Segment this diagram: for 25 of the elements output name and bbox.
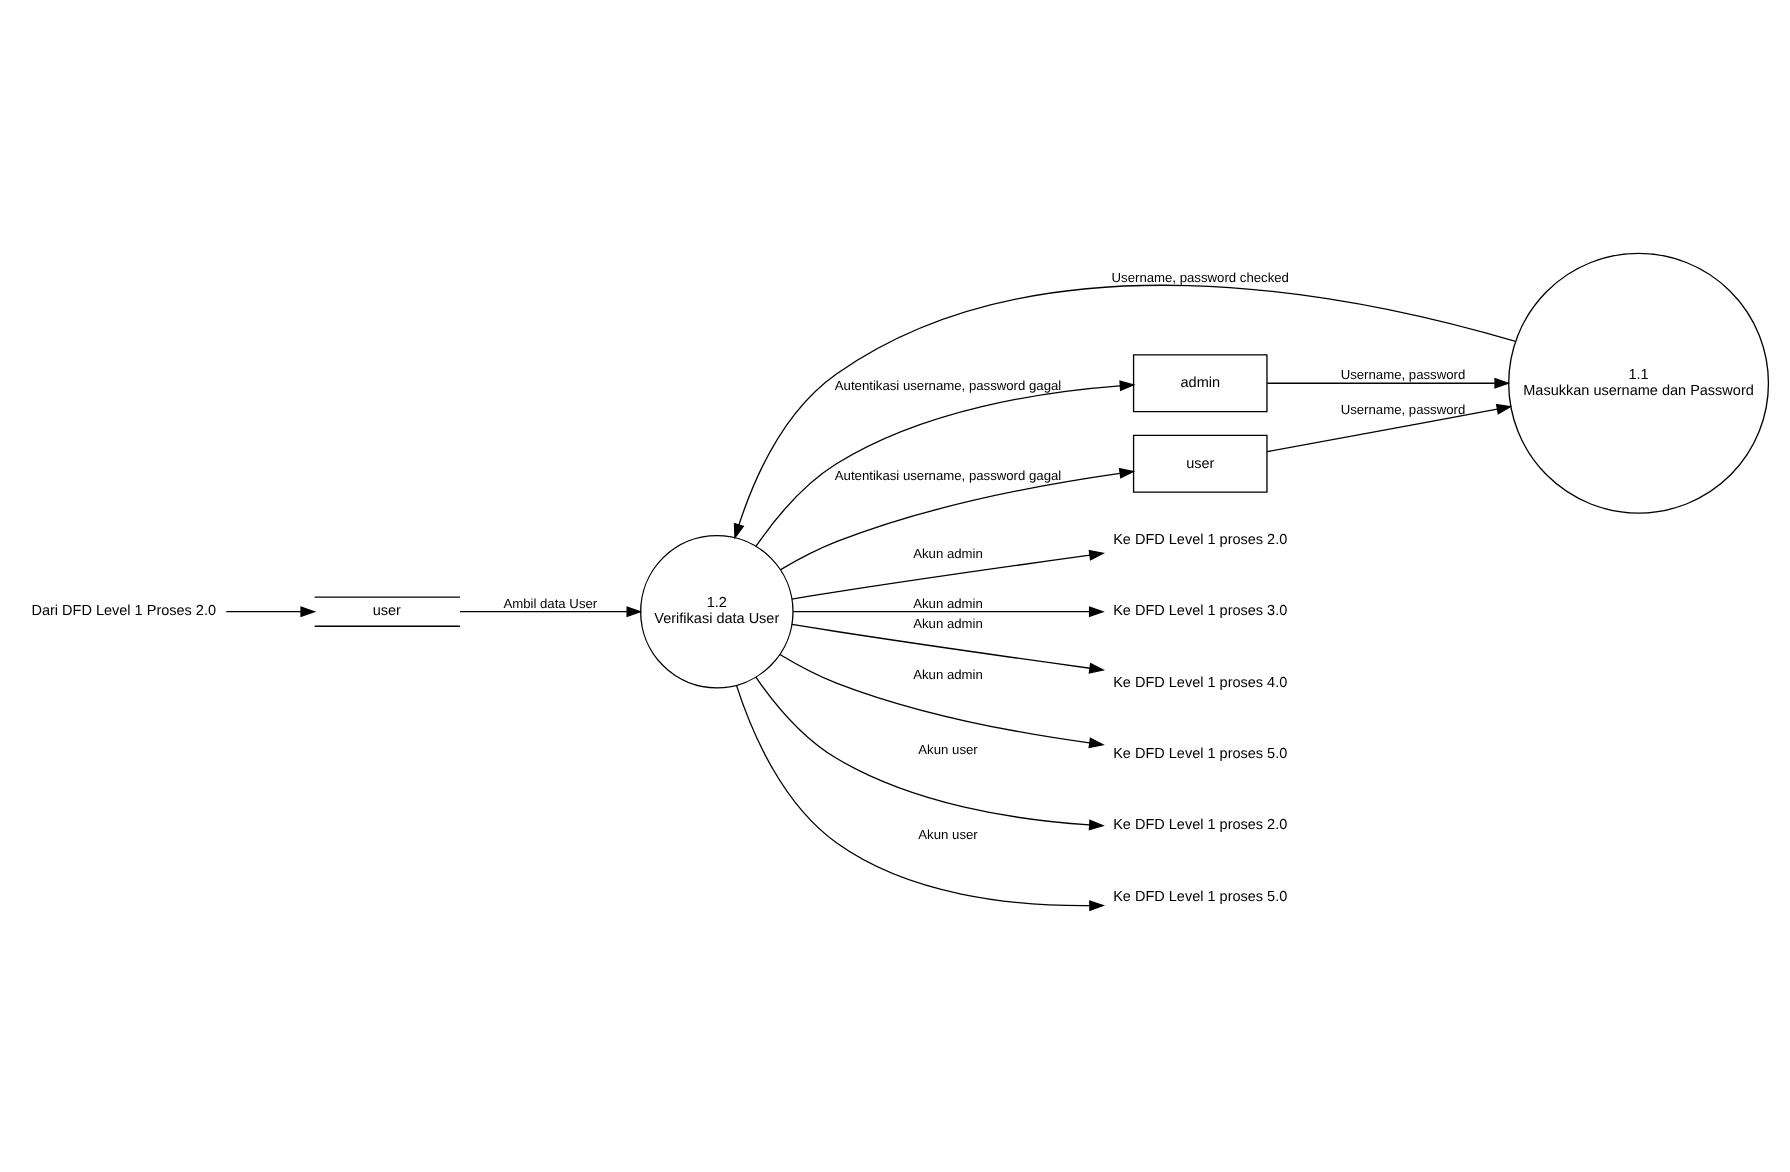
arrow — [1266, 376, 1511, 388]
arrow — [792, 605, 1105, 617]
arrow — [735, 683, 1106, 911]
node-text: user — [372, 600, 401, 619]
arrow — [791, 622, 1106, 673]
node-text: Ke DFD Level 1 proses 4.0 — [1113, 671, 1288, 690]
node-text: Ke DFD Level 1 proses 5.0 — [1113, 885, 1288, 904]
arrow — [780, 466, 1136, 570]
node-circle: 1.1 Masukkan username dan Password — [1508, 251, 1770, 513]
node-box: admin — [1132, 353, 1268, 412]
node-text: Ke DFD Level 1 proses 3.0 — [1113, 600, 1288, 619]
arrow — [225, 605, 317, 617]
arrow — [459, 605, 643, 617]
node-text: Ke DFD Level 1 proses 2.0 — [1113, 814, 1288, 833]
arrow — [755, 675, 1105, 830]
arrow — [755, 379, 1136, 546]
arrow — [1266, 402, 1513, 452]
arrow — [791, 548, 1106, 599]
node-circle: 1.2 Verifikasi data User — [640, 533, 794, 688]
node-box: user — [1132, 433, 1268, 492]
node-text: Ke DFD Level 1 proses 5.0 — [1113, 743, 1288, 762]
node-text: Dari DFD Level 1 Proses 2.0 — [31, 600, 217, 619]
arrow — [779, 652, 1105, 748]
node-text: Ke DFD Level 1 proses 2.0 — [1113, 529, 1288, 548]
arrow — [733, 283, 1517, 539]
